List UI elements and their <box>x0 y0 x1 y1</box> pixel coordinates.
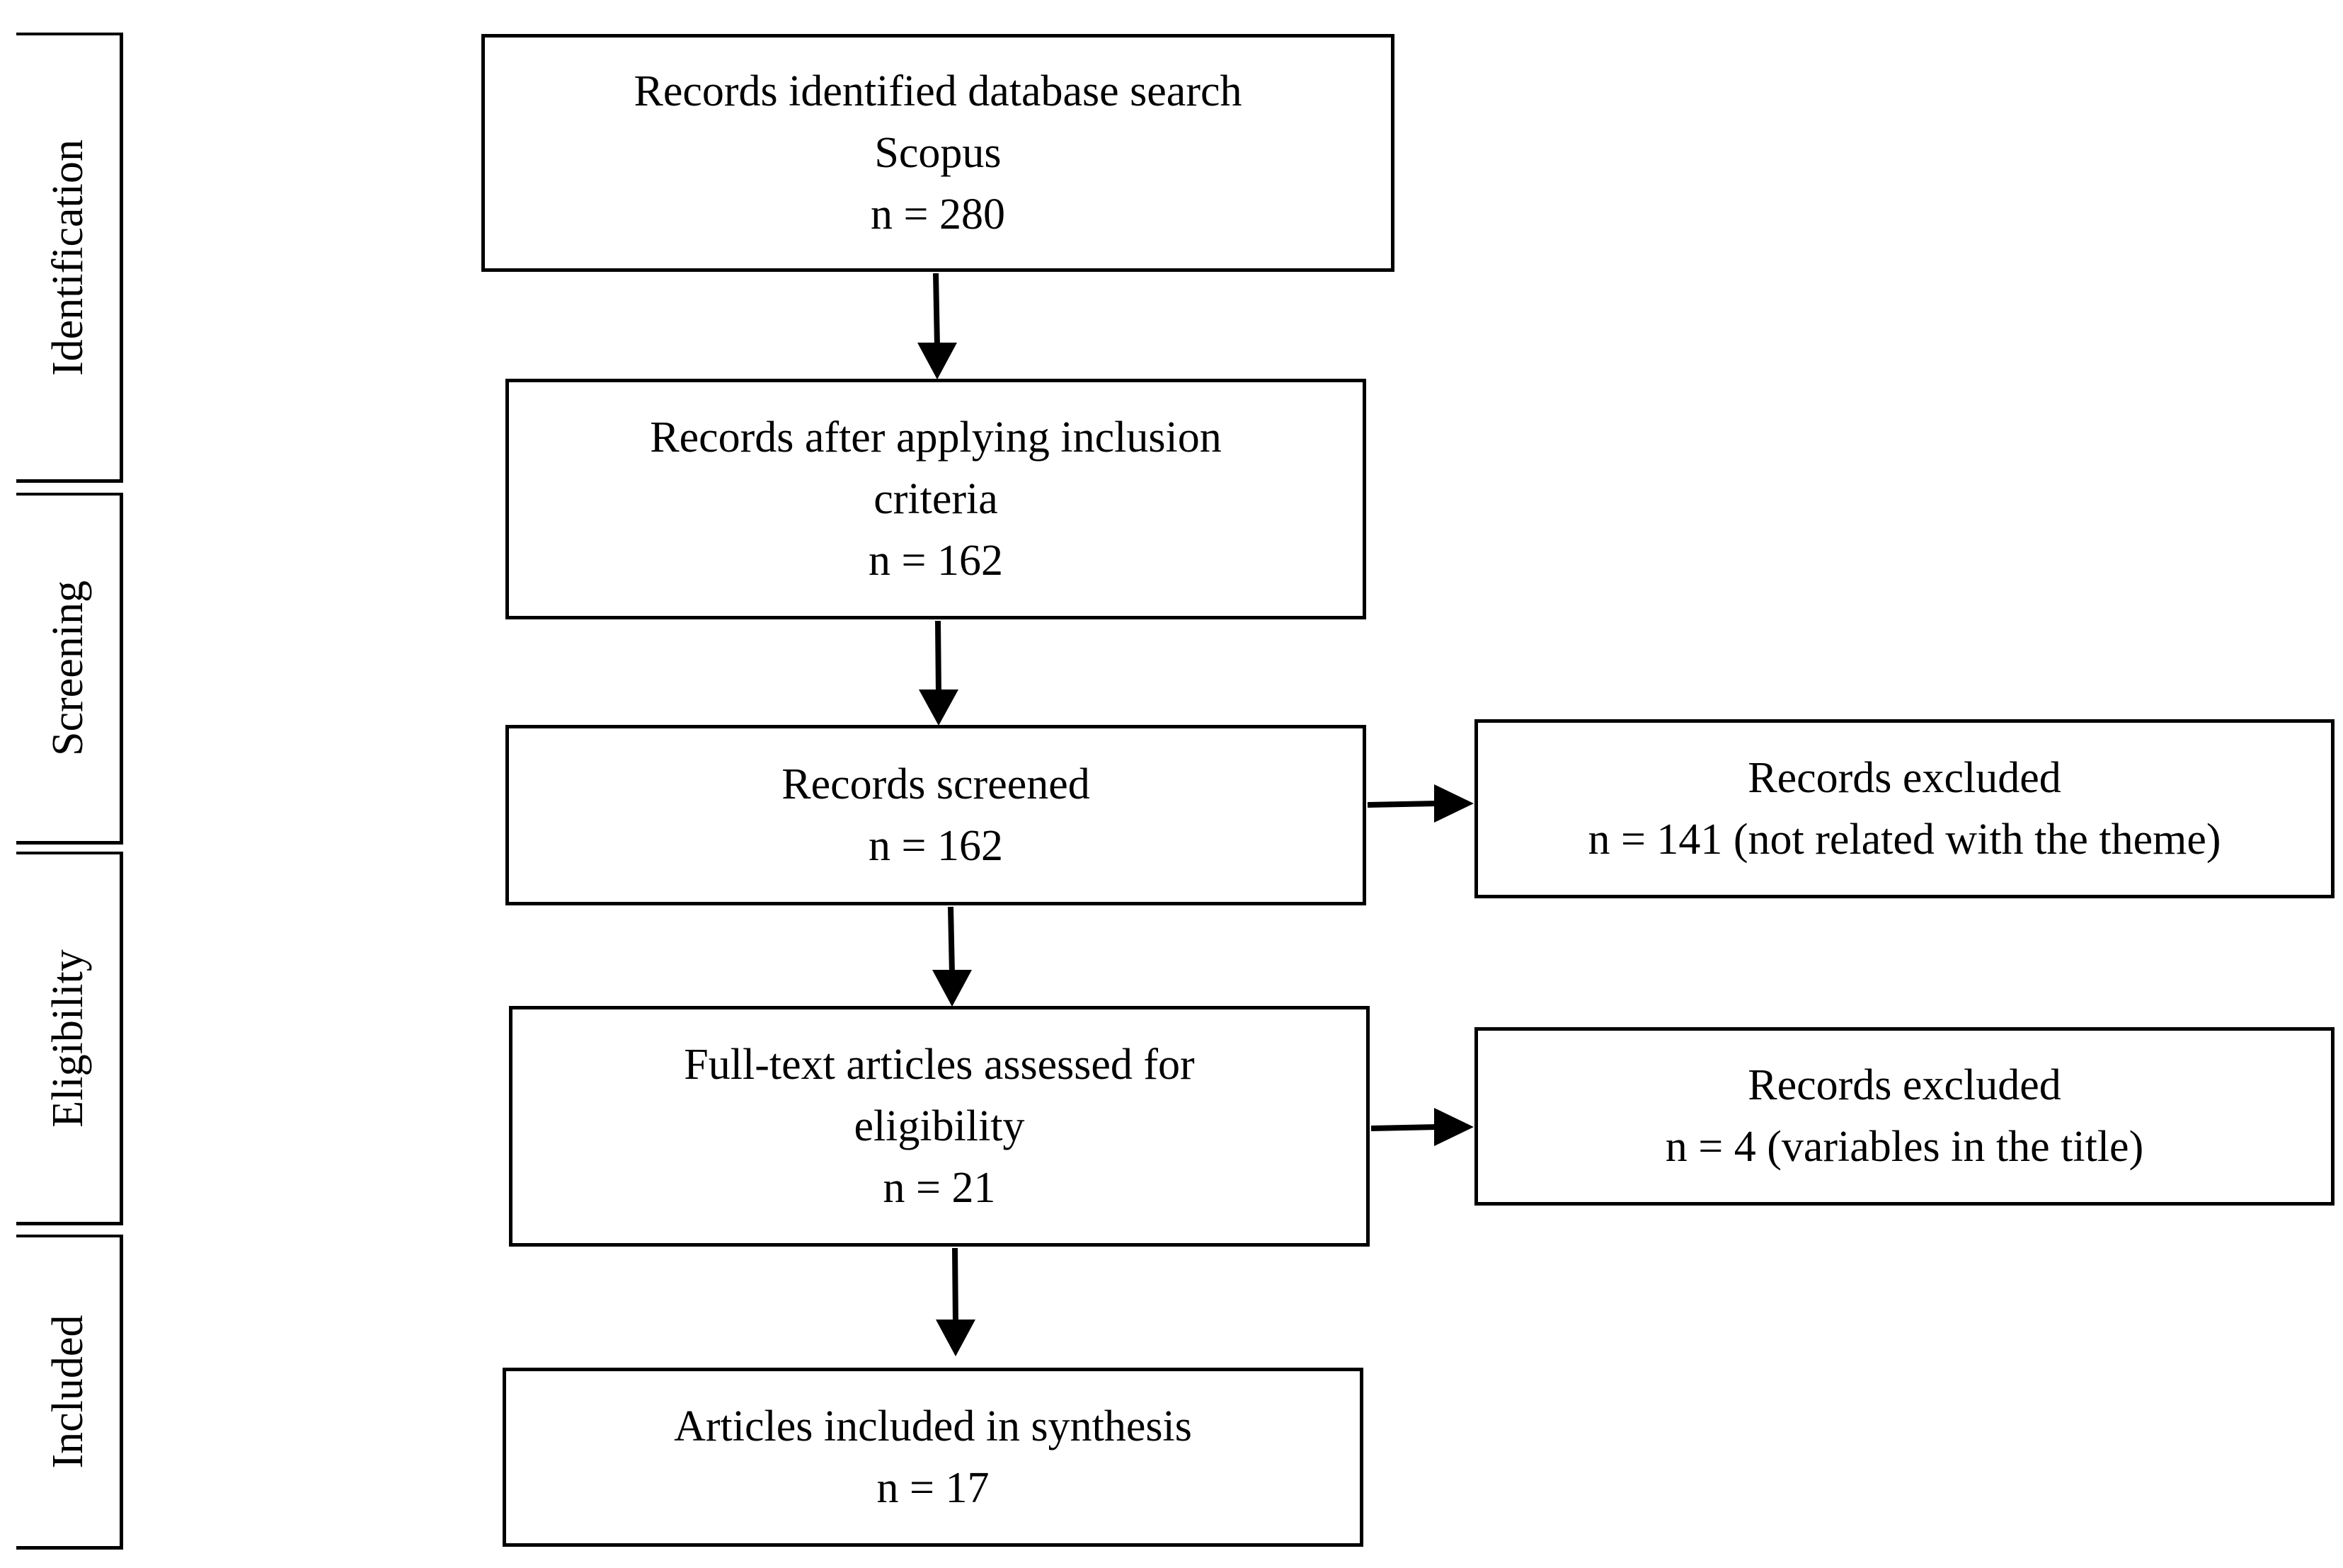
box-records-excluded-variables-title: Records excluded <box>1748 1061 2061 1109</box>
arrow-fulltext-to-included <box>952 1247 958 1324</box>
box-records-identified-count: n = 280 <box>871 190 1005 239</box>
arrow-screened-to-fulltext <box>948 906 955 975</box>
box-full-text-assessed-title-cont: eligibility <box>854 1101 1025 1150</box>
arrowhead-down-4 <box>936 1320 975 1356</box>
arrowhead-right-2 <box>1434 1108 1474 1146</box>
box-articles-included-count: n = 17 <box>876 1463 990 1512</box>
box-records-after-inclusion-title: Records after applying inclusion <box>650 413 1222 462</box>
box-full-text-assessed: Full-text articles assessed for eligibil… <box>509 1006 1370 1247</box>
box-records-excluded-theme-count: n = 141 (not related with the theme) <box>1588 815 2221 864</box>
box-records-after-inclusion: Records after applying inclusion criteri… <box>505 379 1366 619</box>
arrow-screened-to-excluded-theme <box>1367 801 1438 808</box>
box-records-screened-count: n = 162 <box>869 821 1003 870</box>
box-records-identified-title: Records identified database search <box>634 67 1242 115</box>
box-records-after-inclusion-count: n = 162 <box>869 536 1003 585</box>
arrowhead-down-1 <box>917 343 957 379</box>
stage-screening: Screening <box>16 493 123 845</box>
box-full-text-assessed-title: Full-text articles assessed for <box>684 1040 1195 1089</box>
box-records-identified: Records identified database search Scopu… <box>481 34 1394 272</box>
arrowhead-down-3 <box>932 970 972 1007</box>
box-records-screened: Records screened n = 162 <box>505 725 1366 905</box>
box-records-after-inclusion-title-cont: criteria <box>873 474 998 523</box>
box-articles-included-title: Articles included in synthesis <box>674 1402 1192 1450</box>
arrowhead-right-1 <box>1434 784 1474 823</box>
box-articles-included: Articles included in synthesis n = 17 <box>503 1368 1363 1547</box>
box-records-excluded-variables: Records excluded n = 4 (variables in the… <box>1474 1027 2335 1206</box>
stage-included: Included <box>16 1235 123 1550</box>
box-records-identified-source: Scopus <box>874 128 1002 177</box>
arrow-identified-to-inclusion <box>933 273 940 348</box>
arrow-inclusion-to-screened <box>935 620 941 694</box>
box-records-excluded-theme: Records excluded n = 141 (not related wi… <box>1474 719 2335 898</box>
box-records-screened-title: Records screened <box>781 760 1090 808</box>
box-full-text-assessed-count: n = 21 <box>883 1163 996 1212</box>
stage-identification: Identification <box>16 33 123 483</box>
arrowhead-down-2 <box>919 689 958 726</box>
box-records-excluded-theme-title: Records excluded <box>1748 753 2061 802</box>
arrow-fulltext-to-excluded-variables <box>1370 1124 1438 1131</box>
stage-eligibility: Eligibility <box>16 852 123 1225</box>
box-records-excluded-variables-count: n = 4 (variables in the title) <box>1665 1123 2144 1171</box>
